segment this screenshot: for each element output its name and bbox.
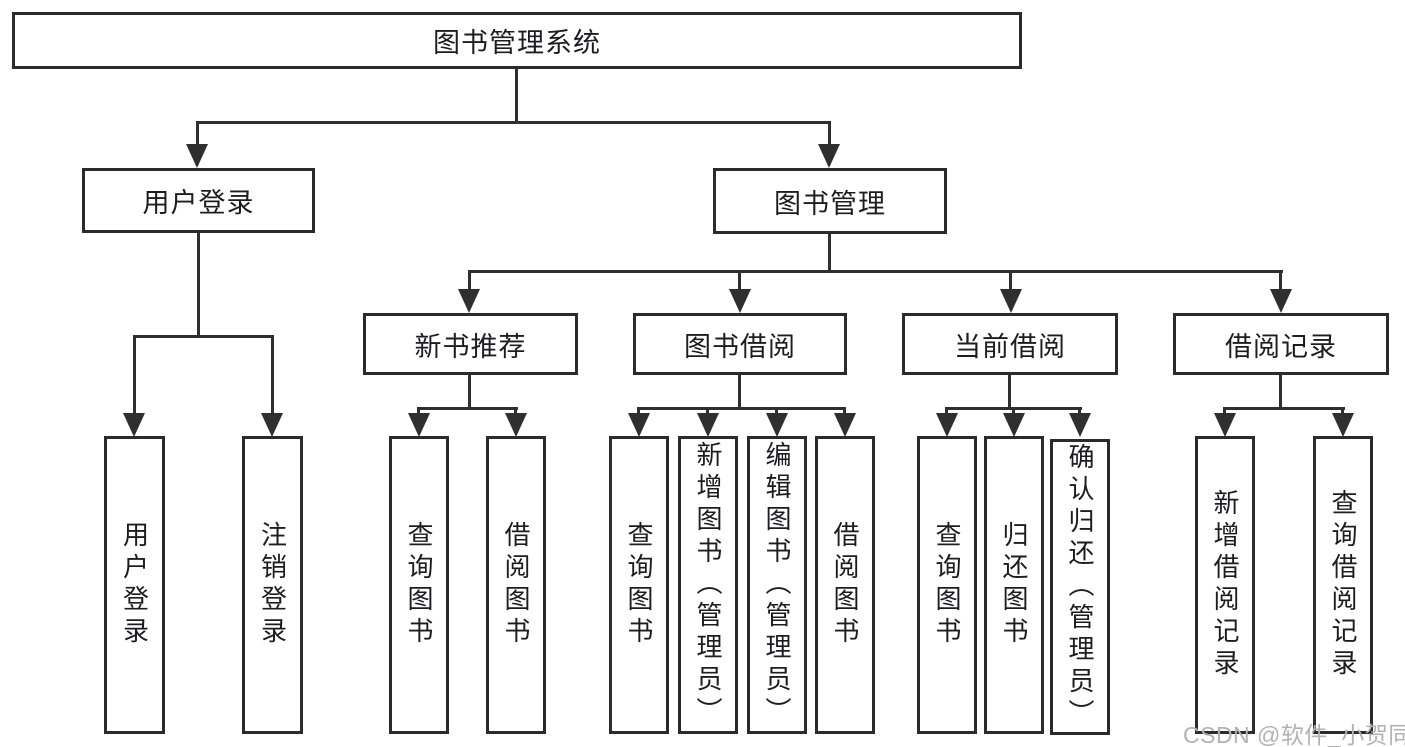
connector-root-branch-line [196,121,830,124]
leaf-bb-borrow-books: 借阅图书 [815,436,875,734]
arrowhead-to-cb-return-books-icon [1003,413,1025,437]
leaf-bb-edit-book-admin: 编辑图书（管理员） [747,436,807,734]
connector-to-br-add-record-line [1223,407,1226,417]
leaf-bb-borrow-books-label: 借阅图书 [830,521,860,649]
node-book-borrow: 图书借阅 [633,313,847,375]
node-borrow-records: 借阅记录 [1173,313,1389,375]
leaf-br-add-record-label: 新增借阅记录 [1210,489,1240,681]
node-library-management-system: 图书管理系统 [12,12,1022,69]
connector-to-bb-query-books-line [637,407,640,417]
leaf-br-query-record: 查询借阅记录 [1313,436,1373,734]
connector-to-rec-query-books-line [417,407,420,417]
connector-user-login-drop-line [197,233,200,337]
leaf-rec-borrow-books: 借阅图书 [486,436,546,734]
leaf-cb-return-books-label: 归还图书 [999,521,1029,649]
leaf-user-login-label: 用户登录 [119,521,150,649]
connector-new-book-recommend-drop-line [468,375,471,410]
node-current-borrow: 当前借阅 [902,313,1118,375]
leaf-bb-add-book-admin-label: 新增图书（管理员） [693,441,723,729]
arrowhead-to-new-book-recommend-icon [458,289,480,313]
connector-root-drop-line [515,69,518,123]
leaf-cb-return-books: 归还图书 [984,436,1044,734]
arrowhead-to-rec-borrow-books-icon [505,413,527,437]
connector-user-login-branch-line [133,335,274,338]
node-book-management: 图书管理 [713,168,947,234]
connector-current-borrow-drop-line [1008,375,1011,410]
node-user-login: 用户登录 [82,168,315,233]
arrowhead-to-bb-add-book-icon [697,413,719,437]
arrowhead-to-borrow-records-icon [1270,289,1292,313]
node-user-login-label: 用户登录 [142,188,255,218]
node-book-management-label: 图书管理 [774,188,886,219]
leaf-bb-add-book-admin: 新增图书（管理员） [678,436,738,734]
connector-book-management-branch-line [468,270,1283,273]
node-library-management-system-label: 图书管理系统 [433,28,601,58]
leaf-br-add-record: 新增借阅记录 [1195,436,1255,734]
leaf-bb-query-books-label: 查询图书 [624,521,654,649]
arrowhead-to-user-login-icon [186,144,208,168]
connector-to-leaf-user-login-line [133,335,136,415]
node-current-borrow-label: 当前借阅 [954,331,1066,362]
connector-to-rec-borrow-books-line [514,407,517,417]
leaf-rec-borrow-books-label: 借阅图书 [501,521,531,649]
connector-to-br-query-record-line [1341,407,1344,417]
connector-to-leaf-logout-line [271,335,274,415]
leaf-rec-query-books: 查询图书 [389,436,449,734]
leaf-cb-query-books-label: 查询图书 [932,521,962,649]
connector-new-book-recommend-branch-line [417,407,518,410]
node-borrow-records-label: 借阅记录 [1225,331,1337,362]
connector-to-user-login-line [196,121,199,147]
connector-to-current-borrow-line [1009,270,1012,292]
connector-to-book-management-line [828,121,831,147]
leaf-logout-label: 注销登录 [257,521,288,649]
connector-borrow-records-drop-line [1279,375,1282,410]
connector-borrow-records-branch-line [1223,407,1345,410]
connector-book-management-drop-line [828,234,831,273]
arrowhead-to-leaf-logout-icon [261,413,283,437]
connector-to-new-book-recommend-line [468,270,471,292]
connector-to-book-borrow-line [738,270,741,292]
node-new-book-recommend: 新书推荐 [363,313,578,375]
csdn-watermark: CSDN @软件_小贺同学 [1183,722,1405,747]
arrowhead-to-bb-query-books-icon [628,413,650,437]
leaf-user-login: 用户登录 [104,436,165,734]
arrowhead-to-leaf-user-login-icon [123,413,145,437]
leaf-bb-query-books: 查询图书 [609,436,669,734]
connector-to-bb-edit-book-line [775,407,778,417]
arrowhead-to-book-borrow-icon [729,289,751,313]
arrowhead-to-bb-edit-book-icon [766,413,788,437]
arrowhead-to-current-borrow-icon [1000,289,1022,313]
connector-to-bb-borrow-books-line [843,407,846,417]
connector-book-borrow-drop-line [738,375,741,410]
leaf-br-query-record-label: 查询借阅记录 [1328,489,1358,681]
connector-to-borrow-records-line [1279,270,1282,292]
connector-to-cb-query-books-line [945,407,948,417]
connector-book-borrow-branch-line [637,407,846,410]
node-new-book-recommend-label: 新书推荐 [414,331,527,362]
leaf-logout: 注销登录 [242,436,303,734]
arrowhead-to-bb-borrow-books-icon [834,413,856,437]
connector-to-cb-return-books-line [1012,407,1015,417]
connector-to-cb-confirm-return-line [1078,407,1081,417]
connector-to-bb-add-book-line [706,407,709,417]
arrowhead-to-rec-query-books-icon [408,413,430,437]
arrowhead-to-br-query-record-icon [1332,413,1354,437]
leaf-cb-confirm-return-admin: 确认归还（管理员） [1050,439,1110,735]
arrowhead-to-book-management-icon [818,144,840,168]
leaf-rec-query-books-label: 查询图书 [404,521,434,649]
node-book-borrow-label: 图书借阅 [684,331,796,362]
arrowhead-to-br-add-record-icon [1214,413,1236,437]
leaf-cb-confirm-return-admin-label: 确认归还（管理员） [1065,443,1095,731]
arrowhead-to-cb-query-books-icon [936,413,958,437]
arrowhead-to-cb-confirm-return-icon [1069,413,1091,437]
leaf-cb-query-books: 查询图书 [917,436,977,734]
leaf-bb-edit-book-admin-label: 编辑图书（管理员） [762,441,792,729]
